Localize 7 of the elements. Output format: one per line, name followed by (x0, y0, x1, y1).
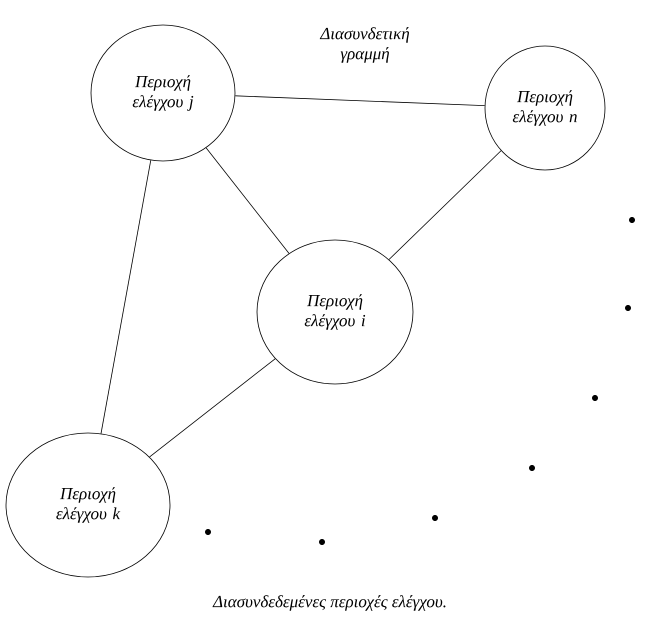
edge-label: Διασυνδετική γραμμή (309, 26, 421, 64)
connecting-line (100, 160, 152, 434)
connecting-line (234, 95, 486, 106)
connecting-line (388, 150, 502, 260)
connecting-line (149, 358, 276, 458)
connecting-line (206, 148, 290, 254)
caption: Διασυνδεδεμένες περιοχές ελέγχου. (212, 595, 446, 611)
